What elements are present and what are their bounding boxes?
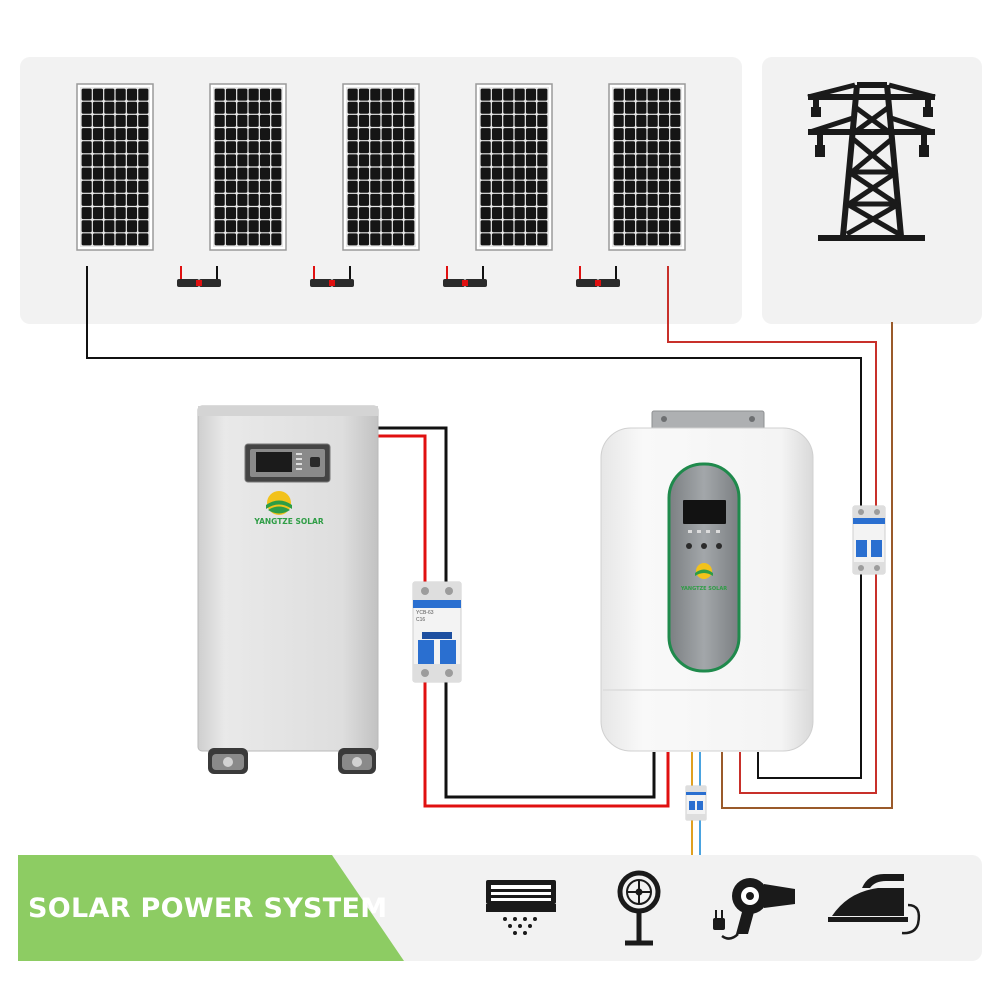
tower-insulators [811, 107, 933, 157]
solar-panel [342, 83, 420, 251]
solar-panel [76, 83, 154, 251]
solar-panel [209, 83, 287, 251]
dc-breaker: YCB-63 C16 [412, 581, 462, 683]
inverter-brand: YANGTZE SOLAR [680, 586, 727, 592]
mc4-connector [310, 266, 354, 287]
banner-shape [18, 855, 404, 961]
battery-logo-icon [266, 491, 292, 515]
inverter-logo-icon [695, 563, 713, 579]
wiring [86, 266, 893, 855]
ac-output-breaker [685, 785, 707, 821]
inverter: YANGTZE SOLAR [600, 410, 814, 752]
solar-panel [475, 83, 553, 251]
battery-wheels [208, 748, 376, 774]
breaker-model: YCB-63 [416, 610, 434, 616]
battery-cabinet: YANGTZE SOLAR [197, 405, 379, 774]
breaker-rating: C16 [416, 617, 425, 623]
solar-panels [76, 83, 686, 251]
hair-dryer-icon [713, 878, 795, 940]
power-tower-icon [807, 82, 936, 241]
mc4-connector [177, 266, 221, 287]
grid-breaker [852, 505, 886, 575]
banner-title: SOLAR POWER SYSTEM [28, 893, 388, 924]
mc4-connector [443, 266, 487, 287]
battery-brand: YANGTZE SOLAR [253, 517, 323, 526]
mc4-connectors [177, 266, 620, 287]
air-conditioner-icon [486, 880, 556, 935]
mc4-connector [576, 266, 620, 287]
fan-icon [617, 870, 661, 946]
solar-panel [608, 83, 686, 251]
iron-icon [828, 874, 921, 935]
